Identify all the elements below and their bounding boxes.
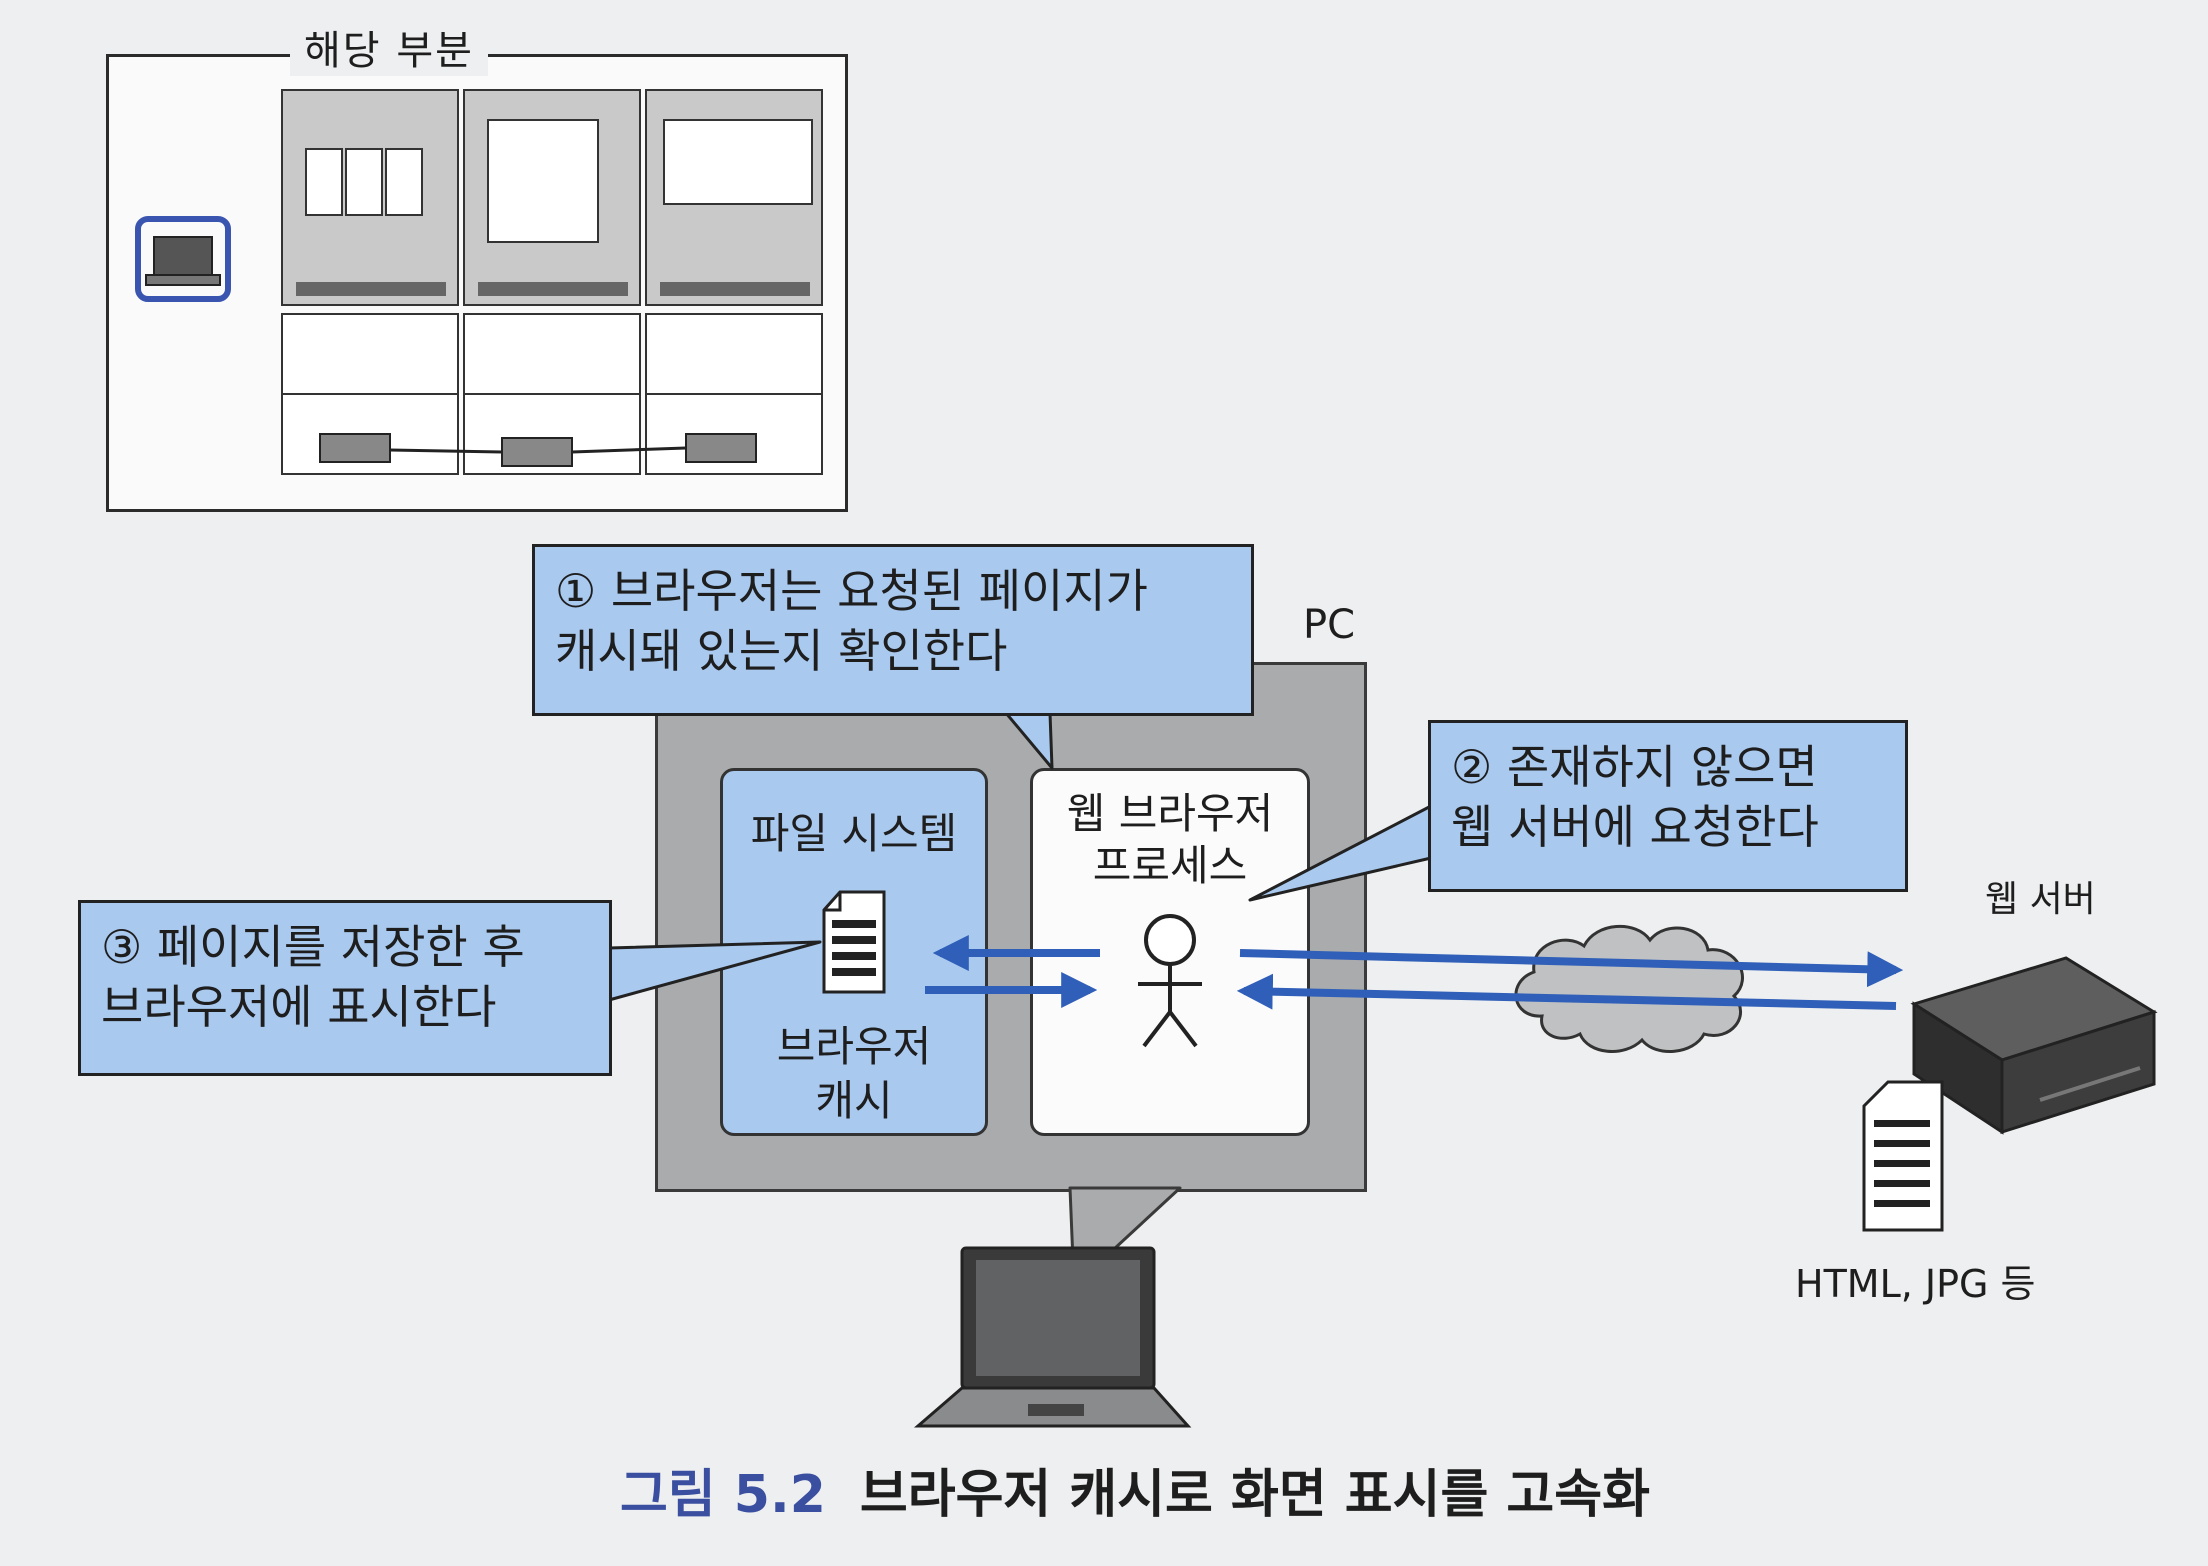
figure-caption: 그림 5.2 브라우저 캐시로 화면 표시를 고속화 [620,1462,1650,1528]
callout-step2-line1: ② 존재하지 않으면 [1451,740,1818,794]
laptop-icon [913,1246,1192,1428]
overview-column [463,89,641,475]
browser-cache-label: 브라우저 캐시 [720,1020,988,1128]
overview-column [281,89,459,475]
stick-figure-icon [1138,914,1202,1048]
process-label-line1: 웹 브라우저 [1066,789,1274,838]
cache-label-line1: 브라우저 [776,1022,932,1071]
pc-label: PC [1303,602,1356,648]
server-files-label: HTML, JPG 등 [1795,1262,2036,1306]
callout-step3-line2: 브라우저에 표시한다 [101,980,497,1034]
callout3-tail [607,940,822,1002]
callout-step1-line2: 캐시돼 있는지 확인한다 [555,624,1008,678]
server-icon [1910,956,2158,1135]
callout-step3: ③ 페이지를 저장한 후 브라우저에 표시한다 [78,900,612,1076]
cache-label-line2: 캐시 [815,1076,893,1125]
arrow-server-to-pc [1236,973,1897,1010]
callout-step3-line1: ③ 페이지를 저장한 후 [101,920,525,974]
small-laptop-icon [153,236,213,276]
callout-step2: ② 존재하지 않으면 웹 서버에 요청한다 [1428,720,1908,892]
caption-number: 그림 5.2 [620,1465,826,1525]
browser-process-label: 웹 브라우저 프로세스 [1030,788,1310,892]
overview-column [645,89,823,475]
callout-step2-line2: 웹 서버에 요청한다 [1451,800,1819,854]
file-system-title: 파일 시스템 [750,809,958,858]
callout-step1-line1: ① 브라우저는 요청된 페이지가 [555,564,1148,618]
callout2-tail [1248,804,1433,902]
callout-step1: ① 브라우저는 요청된 페이지가 캐시돼 있는지 확인한다 [532,544,1254,716]
inset-title: 해당 부분 [290,26,488,76]
overview-illustration [135,89,823,475]
server-document-icon [1862,1080,1944,1232]
callout1-tail [1004,711,1054,770]
cloud-icon [1514,925,1744,1053]
document-icon [822,890,886,994]
arrow-pc-to-server [1239,949,1904,988]
web-server-label: 웹 서버 [1985,879,2096,920]
highlight-frame [135,216,231,302]
process-label-line2: 프로세스 [1092,841,1248,890]
caption-text: 브라우저 캐시로 화면 표시를 고속화 [859,1465,1650,1525]
